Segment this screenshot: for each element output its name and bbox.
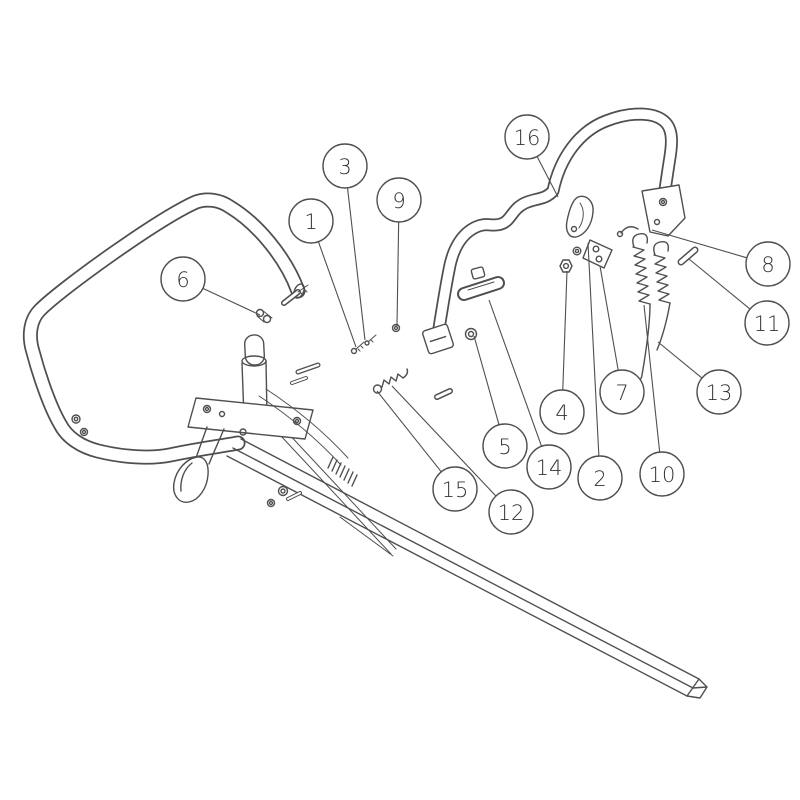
lower-handle-loop xyxy=(30,200,309,457)
grip-lever xyxy=(457,266,505,301)
callout-label-13: 13 xyxy=(706,381,733,405)
callout-balloon-11 xyxy=(744,300,790,346)
callout-label-16: 16 xyxy=(514,126,541,150)
roll-pin xyxy=(434,388,453,400)
handle-open-end xyxy=(293,283,305,299)
callout-balloon-9 xyxy=(376,177,422,223)
loop-screws xyxy=(71,414,89,437)
handle-end-bolt xyxy=(281,284,309,306)
callout-label-15: 15 xyxy=(442,478,469,502)
trigger-grip xyxy=(172,456,209,503)
callout-label-14: 14 xyxy=(536,456,563,480)
trigger-grip-detail xyxy=(180,462,193,492)
callout-balloon-2 xyxy=(577,455,623,501)
callout-label-3: 3 xyxy=(338,155,351,179)
callout-leader-6 xyxy=(202,287,261,316)
callout-balloon-14 xyxy=(526,444,572,490)
control-assembly xyxy=(172,334,349,508)
callout-label-6: 6 xyxy=(176,268,189,292)
tube-coil-spring xyxy=(327,456,358,487)
lower-bolts xyxy=(266,485,302,508)
callout-balloon-7 xyxy=(599,369,645,415)
callout-leader-8 xyxy=(651,229,748,259)
link-plate xyxy=(582,239,613,269)
callout-balloon-6 xyxy=(160,256,206,302)
callout-label-2: 2 xyxy=(593,467,606,491)
callout-label-11: 11 xyxy=(754,312,781,336)
upper-handle-bail xyxy=(422,114,686,355)
callout-label-5: 5 xyxy=(498,435,511,459)
callout-balloon-16 xyxy=(504,114,550,160)
callout-balloon-15 xyxy=(432,466,478,512)
plate-screws xyxy=(202,404,302,436)
control-cables xyxy=(258,388,349,466)
callout-leader-14 xyxy=(488,299,543,447)
callout-leader-5 xyxy=(473,335,500,425)
callout-balloon-8 xyxy=(745,241,791,287)
callout-leader-12 xyxy=(391,385,497,497)
thumb-lever xyxy=(565,195,594,238)
right-side-parts xyxy=(434,195,699,400)
callout-balloon-3 xyxy=(322,143,368,189)
main-boom-tube xyxy=(226,430,708,699)
callout-balloon-5 xyxy=(482,423,528,469)
small-washer-upper xyxy=(572,246,582,256)
callout-label-10: 10 xyxy=(649,463,676,487)
small-spring xyxy=(372,368,409,394)
flat-washer xyxy=(464,327,478,341)
tube-end-cap xyxy=(686,678,708,699)
callout-leader-15 xyxy=(376,390,442,473)
clevis-pin xyxy=(677,246,699,266)
callout-balloon-1 xyxy=(288,198,334,244)
callout-label-8: 8 xyxy=(761,253,774,277)
callout-balloon-13 xyxy=(696,369,742,415)
callout-leader-7 xyxy=(599,265,619,371)
callout-balloon-10 xyxy=(639,451,685,497)
callout-leader-4 xyxy=(562,270,568,391)
callout-label-7: 7 xyxy=(615,381,628,405)
callout-leader-11 xyxy=(688,258,751,310)
callout-leader-2 xyxy=(587,242,600,457)
small-screw-a xyxy=(350,341,365,355)
small-screw-b xyxy=(364,334,377,346)
callout-leader-9 xyxy=(396,221,400,327)
callout-label-4: 4 xyxy=(555,401,568,425)
callout-leader-10 xyxy=(643,304,661,453)
linkage-rod xyxy=(280,430,397,557)
callout-balloon-12 xyxy=(488,489,534,535)
callout-label-12: 12 xyxy=(498,501,525,525)
callout-label-1: 1 xyxy=(304,210,317,234)
extension-spring-a xyxy=(632,233,651,382)
center-fasteners xyxy=(255,308,409,394)
callout-leader-16 xyxy=(536,156,559,198)
hairpin-clip xyxy=(255,308,273,324)
callout-label-9: 9 xyxy=(392,189,405,213)
extension-spring-b xyxy=(653,241,671,351)
callout-leader-3 xyxy=(346,187,366,341)
bail-lower-clamp xyxy=(422,323,454,355)
callout-leader-13 xyxy=(657,341,703,379)
cable-adjuster xyxy=(290,362,321,385)
callout-balloon-4 xyxy=(539,389,585,435)
small-nut xyxy=(391,323,401,333)
callout-leader-1 xyxy=(317,241,357,348)
hex-nut xyxy=(559,259,573,273)
adjust-knob xyxy=(243,334,266,366)
bail-end-bracket xyxy=(616,184,686,238)
